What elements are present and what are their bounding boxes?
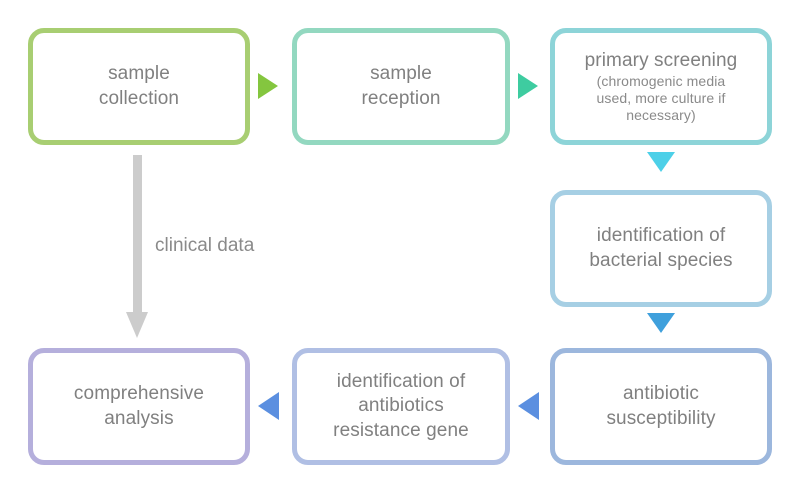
arrow-down-icon-species-to-susceptibility <box>647 313 675 333</box>
arrow-right-icon-collection-to-reception <box>258 73 278 99</box>
arrow-left-icon-susceptibility-to-resistance <box>518 392 539 420</box>
arrow-down-icon-screening-to-species <box>647 152 675 172</box>
node-sample-reception[interactable]: sample reception <box>292 28 510 145</box>
node-sample-reception-label: sample reception <box>361 63 441 109</box>
arrow-left-icon-resistance-to-analysis <box>258 392 279 420</box>
node-identification-antibiotics-resistance-gene[interactable]: identification of antibiotics resistance… <box>292 348 510 465</box>
node-comprehensive-analysis-label: comprehensive analysis <box>73 383 205 429</box>
arrow-down-icon-clinical-data <box>126 312 148 338</box>
node-primary-screening-label: primary screening (chromogenic media use… <box>585 24 738 148</box>
node-primary-screening-title: primary screening <box>584 49 738 71</box>
clinical-data-label: clinical data <box>155 235 255 256</box>
node-antibiotic-susceptibility-label: antibiotic susceptibility <box>606 383 716 429</box>
clinical-data-connector-line <box>133 155 142 317</box>
node-sample-collection[interactable]: sample collection <box>28 28 250 145</box>
node-comprehensive-analysis[interactable]: comprehensive analysis <box>28 348 250 465</box>
node-identification-antibiotics-resistance-gene-label: identification of antibiotics resistance… <box>333 371 469 441</box>
node-identification-bacterial-species-label: identification of bacterial species <box>589 225 733 271</box>
arrow-right-icon-reception-to-screening <box>518 73 538 99</box>
node-identification-bacterial-species[interactable]: identification of bacterial species <box>550 190 772 307</box>
node-antibiotic-susceptibility[interactable]: antibiotic susceptibility <box>550 348 772 465</box>
node-primary-screening[interactable]: primary screening (chromogenic media use… <box>550 28 772 145</box>
node-sample-collection-label: sample collection <box>98 63 180 109</box>
node-primary-screening-subtext: (chromogenic media used, more culture if… <box>596 73 726 124</box>
